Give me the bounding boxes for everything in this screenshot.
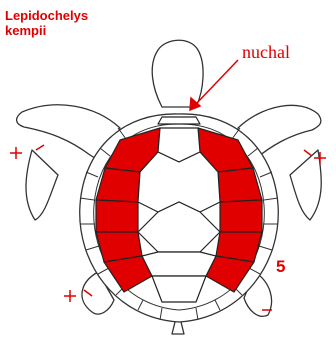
vertebral-5: [152, 276, 206, 302]
front-left-flipper-tip: [26, 150, 58, 220]
right-costal-3: [220, 200, 262, 232]
left-costal-3: [96, 200, 138, 232]
head: [152, 40, 203, 107]
front-right-flipper-tip: [290, 150, 321, 220]
vertebral-4: [142, 252, 216, 276]
nuchal-scute: [158, 117, 200, 124]
